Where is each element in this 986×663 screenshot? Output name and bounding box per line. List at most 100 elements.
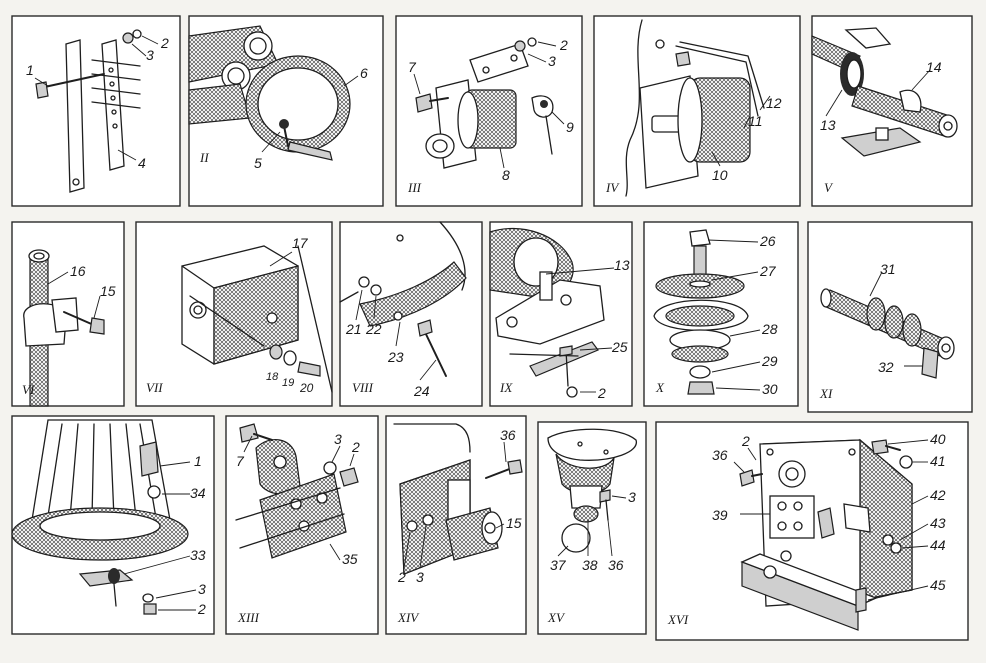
- panel-5: 13 14 V: [811, 15, 973, 207]
- panel-7-callout-18: 18: [266, 371, 279, 383]
- panel-3-callout-9: 9: [566, 119, 574, 135]
- panel-6: 16 15 VI: [11, 221, 125, 407]
- panel-12-callout-3: 3: [198, 581, 206, 597]
- panel-15-callout-37: 37: [550, 557, 567, 573]
- terminal-plate-drawing: [235, 423, 359, 559]
- panel-15: 3 37 38 36 XV: [537, 421, 647, 635]
- panel-13-frame: [225, 415, 379, 635]
- panel-2-callout-6: 6: [360, 65, 368, 81]
- panel-12-callout-33: 33: [190, 547, 206, 563]
- panel-16-callout-45: 45: [930, 577, 946, 593]
- panel-10-numeral: X: [655, 380, 665, 395]
- panel-2-numeral: II: [199, 150, 209, 165]
- panel-9: 13 25 2 IX: [489, 221, 633, 407]
- panel-13-callout-3: 3: [334, 431, 342, 447]
- panel-3-callout-3: 3: [548, 53, 556, 69]
- panel-13-numeral: XIII: [237, 610, 260, 625]
- panel-15-callout-38: 38: [582, 557, 598, 573]
- panel-6-callout-15: 15: [100, 283, 116, 299]
- panel-16: 2 36 40 41 39 42 43 44 45 XVI: [655, 421, 969, 641]
- distributor-base-drawing: [11, 419, 189, 615]
- panel-7-callout-17: 17: [292, 235, 309, 251]
- panel-13-callout-7: 7: [236, 453, 245, 469]
- grommet-tube-drawing: [811, 27, 958, 157]
- panel-9-numeral: IX: [499, 380, 513, 395]
- panel-4-numeral: IV: [605, 180, 620, 195]
- panel-7: 17 18 19 20 VII: [135, 221, 333, 407]
- panel-5-callout-14: 14: [926, 59, 942, 75]
- panel-14: 36 15 2 3 XIV: [385, 415, 527, 635]
- bracket-bolt-drawing: [489, 228, 605, 398]
- panel-13: 7 3 2 35 XIII: [225, 415, 379, 635]
- mounting-strap-drawing: [339, 221, 467, 377]
- relay-box-drawing: [181, 245, 333, 393]
- panel-6-callout-16: 16: [70, 263, 86, 279]
- panel-14-callout-3: 3: [416, 569, 424, 585]
- bracket-assembly-drawing: [35, 29, 142, 193]
- panel-8-callout-21: 21: [345, 321, 362, 337]
- panel-2: 5 6 II: [188, 15, 384, 207]
- panel-9-callout-25: 25: [611, 339, 628, 355]
- panel-2-callout-5: 5: [254, 155, 262, 171]
- panel-16-callout-42: 42: [930, 487, 946, 503]
- coil-housing-drawing: [625, 19, 765, 197]
- panel-1-frame: [11, 15, 181, 207]
- panel-8-callout-22: 22: [365, 321, 382, 337]
- panel-15-callout-36: 36: [608, 557, 624, 573]
- plate-knob-drawing: [547, 428, 637, 553]
- panel-14-callout-2: 2: [397, 569, 406, 585]
- panel-16-callout-39: 39: [712, 507, 728, 523]
- panel-14-callout-15: 15: [506, 515, 522, 531]
- panel-7-numeral: VII: [146, 380, 163, 395]
- panel-4-callout-10: 10: [712, 167, 728, 183]
- panel-11: 31 32 XI: [807, 221, 973, 413]
- cable-clamp-drawing: [188, 25, 351, 161]
- shock-mount-drawing: [653, 229, 749, 395]
- panel-8: 21 22 23 24 VIII: [339, 221, 483, 407]
- panel-3-callout-2: 2: [559, 37, 568, 53]
- panel-10-callout-28: 28: [761, 321, 778, 337]
- panel-3: 7 2 3 9 8 III: [395, 15, 583, 207]
- panel-10-callout-30: 30: [762, 381, 778, 397]
- panel-3-callout-8: 8: [502, 167, 510, 183]
- panel-6-numeral: VI: [22, 382, 35, 397]
- panel-4-callout-12: 12: [766, 95, 782, 111]
- panel-1: 1 2 3 4: [11, 15, 181, 207]
- panel-9-callout-13: 13: [614, 257, 630, 273]
- panel-9-callout-2: 2: [597, 385, 606, 401]
- panel-11-numeral: XI: [819, 386, 833, 401]
- panel-16-callout-36: 36: [712, 447, 728, 463]
- panel-1-callout-1: 1: [26, 62, 34, 78]
- panel-3-callout-7: 7: [408, 59, 417, 75]
- panel-16-callout-41: 41: [930, 453, 946, 469]
- panel-14-callout-36: 36: [500, 427, 516, 443]
- panel-14-numeral: XIV: [397, 610, 420, 625]
- solenoid-bracket-drawing: [415, 37, 554, 169]
- panel-13-callout-35: 35: [342, 551, 358, 567]
- panel-8-numeral: VIII: [352, 380, 374, 395]
- connector-bracket-drawing: [393, 423, 523, 575]
- panel-1-callout-2: 2: [160, 35, 169, 51]
- panel-12-callout-34: 34: [190, 485, 206, 501]
- panel-5-numeral: V: [824, 180, 834, 195]
- panel-16-callout-2: 2: [741, 433, 750, 449]
- panel-12-callout-1: 1: [194, 453, 202, 469]
- control-box-drawing: [739, 438, 913, 631]
- panel-12: 1 34 33 3 2: [11, 415, 215, 635]
- panel-10-callout-27: 27: [759, 263, 777, 279]
- panel-11-callout-32: 32: [878, 359, 894, 375]
- panel-16-callout-40: 40: [930, 431, 946, 447]
- panel-7-callout-19: 19: [282, 377, 294, 389]
- panel-16-callout-44: 44: [930, 537, 946, 553]
- panel-13-callout-2: 2: [351, 439, 360, 455]
- panel-10: 26 27 28 29 30 X: [643, 221, 799, 407]
- panel-11-callout-31: 31: [880, 261, 896, 277]
- panel-16-numeral: XVI: [667, 612, 689, 627]
- panel-4-callout-11: 11: [748, 113, 763, 129]
- panel-15-numeral: XV: [547, 610, 566, 625]
- panel-10-callout-26: 26: [759, 233, 776, 249]
- panel-15-callout-3: 3: [628, 489, 636, 505]
- panel-10-callout-29: 29: [761, 353, 778, 369]
